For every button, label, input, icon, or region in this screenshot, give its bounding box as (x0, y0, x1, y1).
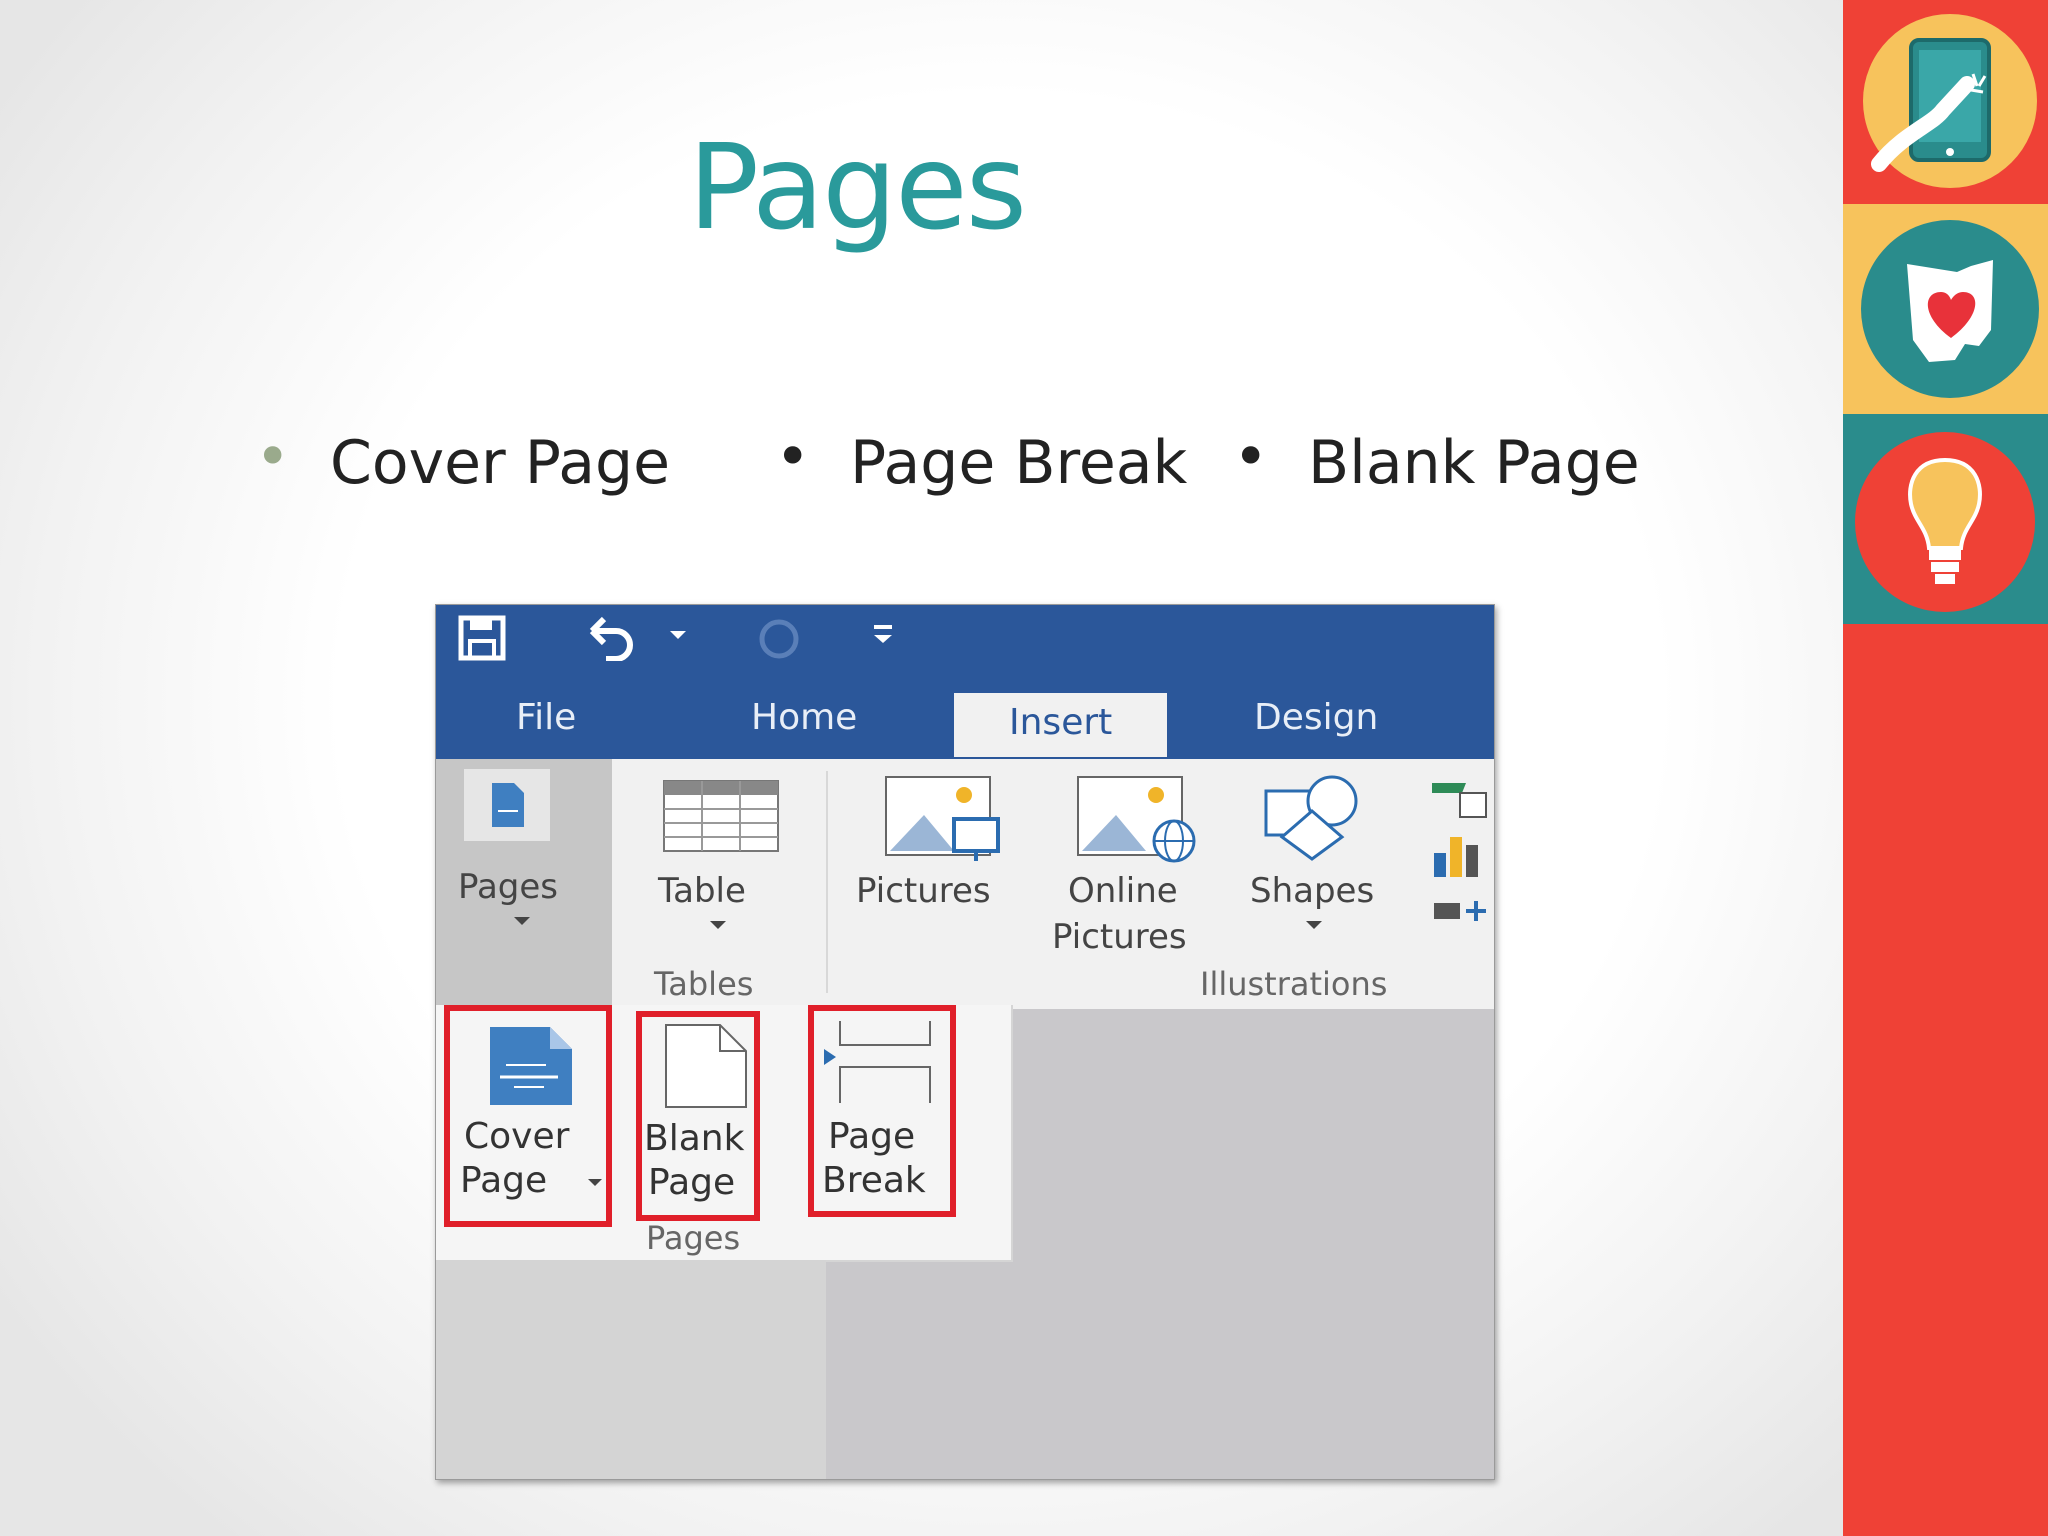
tab-insert[interactable]: Insert (954, 693, 1168, 757)
document-area (436, 1260, 826, 1479)
group-label-pages: Pages (646, 1219, 741, 1257)
group-label-tables: Tables (654, 965, 754, 1003)
table-label: Table (658, 871, 746, 911)
word-ribbon-screenshot: File Home Insert Design Pages (435, 604, 1495, 1480)
bullet-blank-page: • Blank Page (1233, 422, 1640, 498)
page-break-label-line2: Break (822, 1160, 926, 1201)
pages-dropdown: Cover Page Blank Page (436, 1005, 1013, 1262)
chevron-down-icon (514, 917, 530, 925)
group-label-illustrations: Illustrations (1200, 965, 1388, 1003)
slide: Pages • Cover Page • Page Break • Blank … (255, 118, 1640, 1480)
slide-title: Pages (688, 118, 1027, 256)
shapes-label: Shapes (1250, 871, 1375, 911)
decorative-sidebar (1843, 0, 2048, 1536)
bullet-page-break: • Page Break (775, 422, 1188, 498)
redo-icon (759, 619, 799, 659)
customize-qat-icon[interactable] (872, 623, 894, 647)
tab-design[interactable]: Design (1254, 697, 1379, 738)
bullet-dot: • (1233, 422, 1269, 492)
smartart-chart-screenshot-icons[interactable] (1426, 773, 1492, 923)
ohio-heart-glyph (1907, 260, 1993, 362)
page-break-label-line1: Page (828, 1116, 916, 1157)
tablet-touch-glyph (1871, 38, 1991, 172)
page-break-icon (824, 1021, 931, 1103)
page-break-button[interactable]: Page Break (808, 1005, 956, 1217)
bullet-text: Cover Page (330, 428, 671, 498)
lightbulb-glyph (1908, 457, 1982, 584)
bullet-cover-page: • Cover Page (255, 422, 671, 498)
blank-page-label-line1: Blank (644, 1118, 745, 1159)
pages-button[interactable]: Pages (436, 759, 612, 1009)
tab-file[interactable]: File (516, 697, 577, 738)
online-pictures-label-line1: Online (1068, 871, 1178, 911)
pages-icon (464, 769, 550, 841)
online-pictures-label-line2: Pictures (1052, 917, 1187, 957)
ribbon-body: Pages Table (436, 759, 1494, 1009)
lightbulb-icon (1855, 432, 2035, 612)
cover-page-label-line2: Page (460, 1160, 548, 1201)
pages-label: Pages (458, 867, 559, 907)
ribbon-tabs: File Home Insert Design (436, 675, 1494, 759)
shapes-icon (1264, 775, 1358, 861)
blank-page-label-line2: Page (648, 1162, 736, 1203)
bullet-dot: • (775, 422, 811, 492)
tab-home[interactable]: Home (751, 697, 858, 738)
ohio-heart-icon (1861, 220, 2039, 398)
bullet-dot: • (255, 422, 291, 492)
chevron-down-icon[interactable] (668, 629, 688, 641)
table-icon (663, 780, 779, 852)
quick-access-toolbar (436, 605, 1494, 675)
save-icon[interactable] (458, 615, 506, 661)
cover-page-label-line1: Cover (464, 1116, 570, 1157)
cover-page-button[interactable]: Cover Page (444, 1005, 612, 1227)
cover-page-icon (490, 1027, 572, 1105)
blank-page-button[interactable]: Blank Page (636, 1011, 760, 1221)
chevron-down-icon (1306, 921, 1322, 929)
tablet-touch-icon (1863, 14, 2037, 188)
chevron-down-icon (588, 1179, 602, 1186)
undo-icon[interactable] (584, 615, 636, 661)
pictures-icon (885, 776, 1000, 861)
online-pictures-icon (1077, 776, 1196, 863)
bullet-text: Blank Page (1308, 428, 1640, 498)
group-divider (826, 771, 828, 993)
blank-page-icon (665, 1024, 747, 1108)
bullet-text: Page Break (850, 428, 1188, 498)
pictures-label: Pictures (856, 871, 991, 911)
chevron-down-icon (710, 921, 726, 929)
